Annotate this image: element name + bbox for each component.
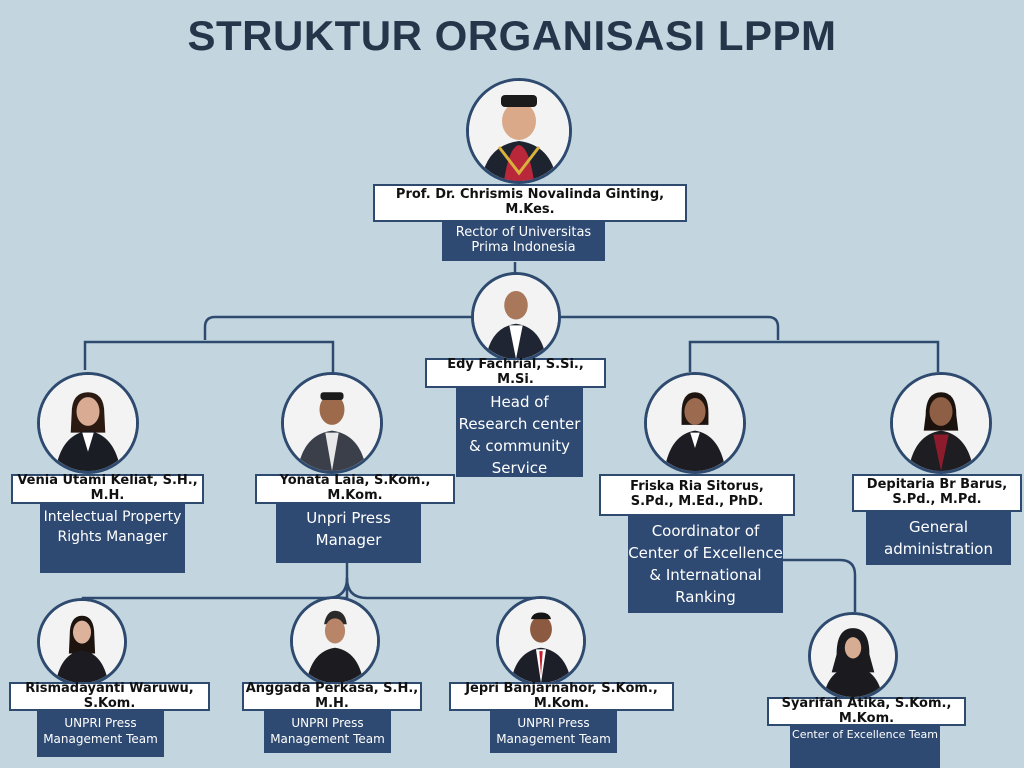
page-title: STRUKTUR ORGANISASI LPPM <box>187 12 837 59</box>
head-avatar <box>471 272 561 362</box>
friska-name: Friska Ria Sitorus, S.Pd., M.Ed., PhD. <box>599 474 795 516</box>
friska-avatar <box>644 372 746 474</box>
yonata-role: Unpri Press Manager <box>276 503 421 563</box>
rector-name: Prof. Dr. Chrismis Novalinda Ginting, M.… <box>373 184 687 222</box>
yonata-avatar <box>281 372 383 474</box>
anggada-role: UNPRI Press Management Team <box>264 711 391 753</box>
jepri-role: UNPRI Press Management Team <box>490 711 617 753</box>
anggada-name: Anggada Perkasa, S.H., M.H. <box>242 681 422 711</box>
rismadayanti-avatar <box>37 598 127 686</box>
anggada-avatar <box>290 596 380 686</box>
venia-name: Venia Utami Keliat, S.H., M.H. <box>11 473 204 504</box>
depitaria-avatar <box>890 372 992 474</box>
venia-avatar <box>37 372 139 474</box>
depitaria-name: Depitaria Br Barus, S.Pd., M.Pd. <box>852 474 1022 512</box>
yonata-name: Yonata Laia, S.Kom., M.Kom. <box>255 473 455 504</box>
rector-avatar <box>466 78 572 184</box>
jepri-avatar <box>496 596 586 686</box>
syarifah-role: Center of Excellence Team <box>790 726 940 768</box>
jepri-name: Jepri Banjarnahor, S.Kom., M.Kom. <box>449 681 674 711</box>
depitaria-role: General administration <box>866 512 1011 565</box>
venia-role: Intelectual Property Rights Manager <box>40 503 185 573</box>
syarifah-avatar <box>808 612 898 700</box>
rector-role: Rector of Universitas Prima Indonesia <box>442 222 605 261</box>
syarifah-name: Syarifah Atika, S.Kom., M.Kom. <box>767 696 966 726</box>
head-name: Edy Fachrial, S.Si., M.Si. <box>425 357 606 388</box>
friska-role: Coordinator of Center of Excellence & In… <box>628 516 783 613</box>
rismadayanti-role: UNPRI Press Management Team <box>37 711 164 757</box>
rismadayanti-name: Rismadayanti Waruwu, S.Kom. <box>9 681 210 711</box>
head-role: Head of Research center & community Serv… <box>456 387 583 477</box>
